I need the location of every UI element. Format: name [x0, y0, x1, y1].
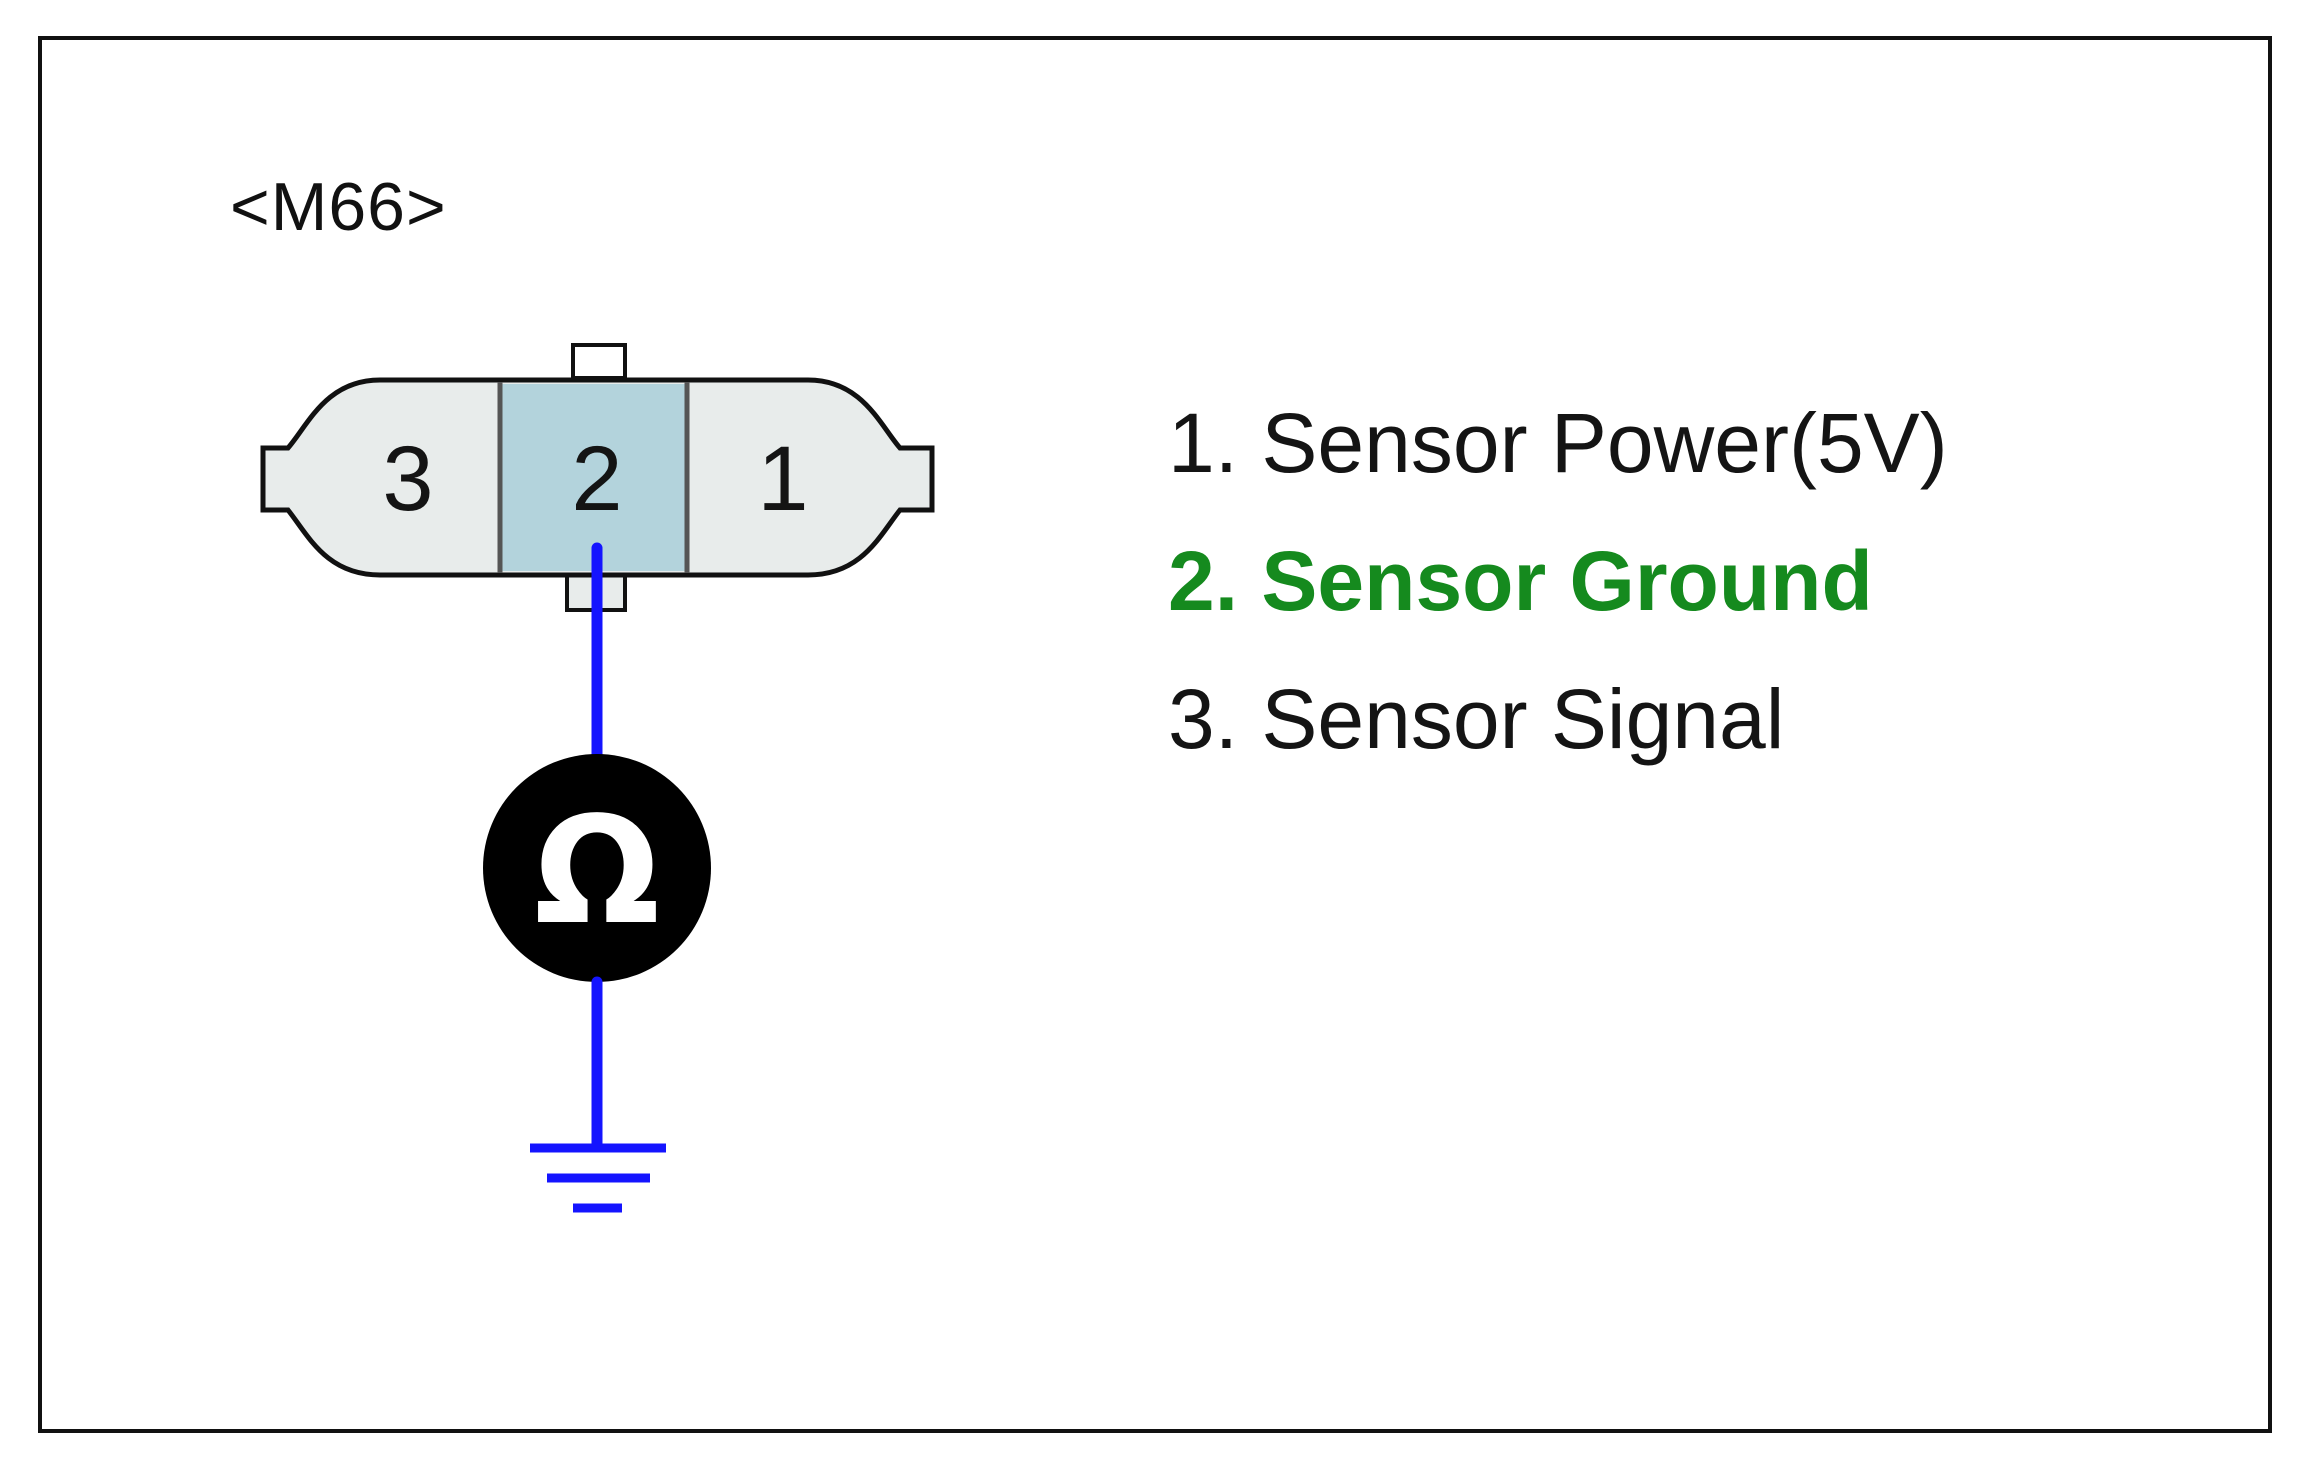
ohm-meter-icon: Ω	[483, 754, 711, 982]
diagram-frame	[38, 36, 2272, 1433]
connector-label: <M66>	[230, 169, 447, 245]
cavity-2-highlight	[500, 384, 687, 571]
pin-1-description: 1. Sensor Power(5V)	[1168, 396, 1948, 490]
cavity-number-1: 1	[757, 428, 808, 530]
connector-latch	[571, 343, 627, 380]
pin-2-description: 2. Sensor Ground	[1168, 534, 1873, 628]
cavity-number-2: 2	[571, 428, 622, 530]
pin-legend: 1. Sensor Power(5V) 2. Sensor Ground 3. …	[1168, 374, 1948, 788]
pin-3-description: 3. Sensor Signal	[1168, 672, 1785, 766]
cavity-number-3: 3	[382, 428, 433, 530]
ground-icon	[530, 1143, 666, 1213]
ohm-symbol: Ω	[534, 785, 660, 957]
